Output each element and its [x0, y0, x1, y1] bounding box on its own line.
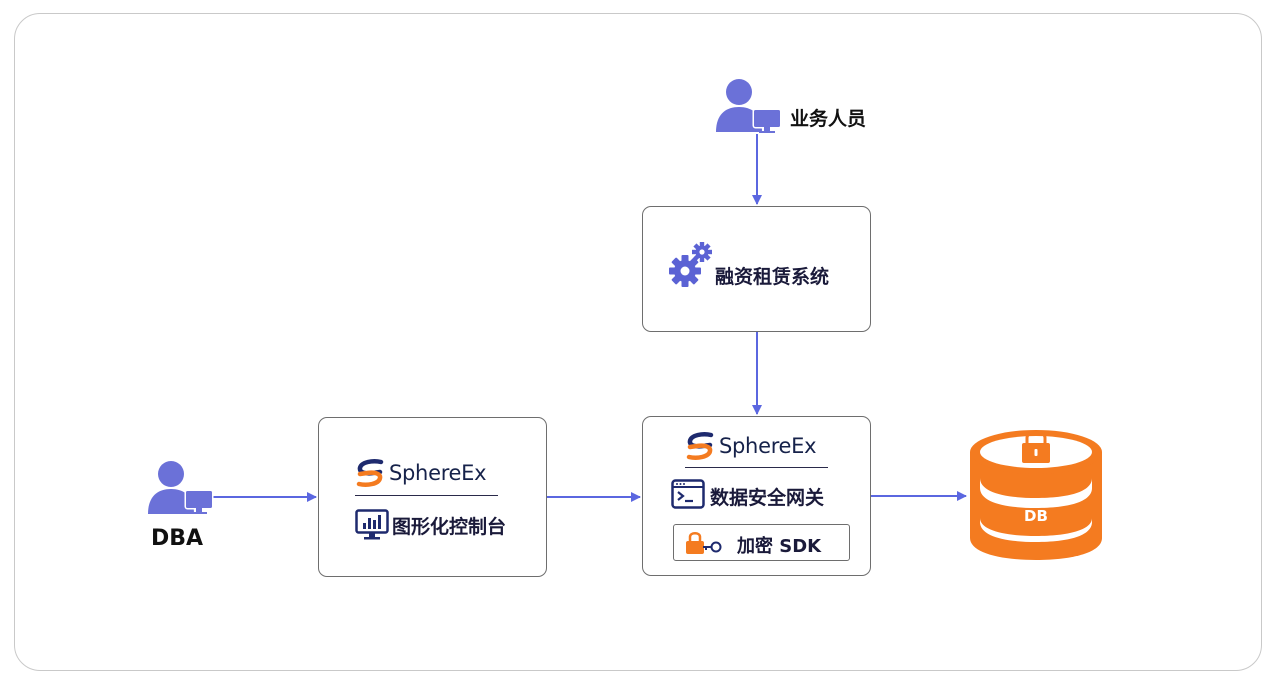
gateway-brand-text: SphereEx	[719, 434, 817, 458]
dashboard-monitor-icon	[355, 509, 389, 540]
db-label: DB	[1024, 507, 1048, 525]
sphereex-logo-icon	[686, 432, 714, 460]
console-divider	[355, 495, 498, 496]
diagram-frame	[14, 13, 1262, 671]
console-box	[318, 417, 547, 577]
console-brand-text: SphereEx	[389, 461, 487, 485]
console-brand: SphereEx	[355, 459, 487, 487]
business-user-label: 业务人员	[790, 108, 867, 130]
gateway-divider	[685, 467, 828, 468]
gateway-label: 数据安全网关	[710, 487, 825, 509]
gears-icon	[669, 242, 712, 287]
sphereex-logo-icon	[356, 459, 384, 487]
locked-database-icon	[970, 430, 1102, 560]
console-label: 图形化控制台	[392, 516, 507, 538]
business-user-icon	[716, 79, 782, 133]
lock-key-icon	[686, 532, 722, 554]
dba-label: DBA	[151, 526, 204, 551]
leasing-system-label: 融资租赁系统	[715, 266, 830, 288]
sdk-label: 加密 SDK	[737, 536, 822, 557]
terminal-window-icon	[671, 479, 705, 509]
gateway-brand: SphereEx	[685, 432, 817, 460]
dba-user-icon	[148, 461, 214, 514]
